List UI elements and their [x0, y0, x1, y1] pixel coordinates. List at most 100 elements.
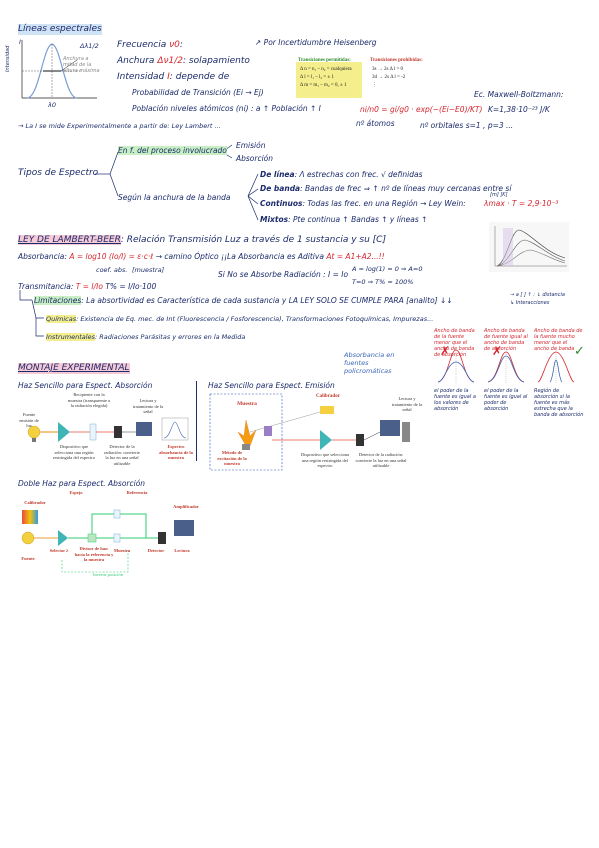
em-device-label: Dispositivo que selecciona una región re… — [300, 452, 350, 468]
db-position-label: Invertir posición — [93, 572, 123, 577]
boltzmann-label: Ec. Maxwell-Boltzmann: — [474, 90, 564, 99]
abs-source-label: Fuente emisión de luz — [19, 412, 39, 428]
sample-frame — [209, 393, 283, 471]
poly-mark: ✓ — [574, 344, 585, 359]
prism-icon — [58, 422, 70, 442]
n-orbitals: nº orbitales s=1 , p=3 ... — [420, 121, 514, 130]
poly-caption: Ancho de banda de fuente igual al ancho … — [484, 328, 528, 352]
poly-note: el poder de la fuente es igual al poder … — [484, 388, 528, 412]
width-line: Anchura Δν1/2: solapamiento — [117, 56, 250, 66]
absorption-title: Haz Sencillo para Espect. Absorción — [18, 381, 153, 390]
db-reference-label: Referencia — [126, 490, 148, 495]
abs-sample-holder-label: Recipiente con la muestra (transparente … — [68, 392, 110, 408]
db-splitter-label: Divisor de haz: hacia la referencia y la… — [74, 546, 114, 562]
probability-line: Probabilidad de Transición (Ei → Ej) — [132, 88, 264, 97]
frequency-line: Frecuencia ν0: — [117, 40, 183, 50]
em-sample-label: Muestra — [237, 401, 257, 407]
transmittance-line: Transmitancia: T = I/Io T% = I/Io·100 — [18, 282, 157, 291]
detector-icon — [158, 532, 166, 544]
poly-note: Región de absorción si la fuente es más … — [534, 388, 584, 418]
spectrum-item-band: De banda: Bandas de frec ⇒ ↑ nº de línea… — [260, 184, 512, 193]
limitations-bracket — [19, 290, 44, 337]
prism-icon — [58, 530, 68, 546]
em-method-label: Método de excitación de la muestra — [217, 450, 247, 466]
transitions-table: Transiciones permitidas: Δ n = n₁ – n₂ =… — [296, 58, 436, 100]
boltzmann-eq: ni/n0 = gi/g0 · exp(−(Ei−E0)/KT) — [360, 105, 483, 114]
poly-note: el poder de la fuente es igual a los val… — [434, 388, 476, 412]
branch-process-item: Emisión — [236, 141, 266, 150]
detector-icon — [356, 434, 364, 446]
db-detector-label: Detector — [147, 548, 165, 553]
cuvette-icon — [89, 423, 97, 441]
lamp-icon — [21, 531, 35, 545]
setup-title: MONTAJE EXPERIMENTAL — [18, 363, 130, 374]
allowed-header: Transiciones permitidas: — [298, 58, 351, 63]
db-source-label: Fuente — [21, 556, 35, 561]
db-sample-label: Muestra — [113, 548, 131, 553]
wein-eq: λmax · T = 2,9·10⁻³ — [484, 199, 559, 208]
k-value: K=1,38·10⁻²³ J/K — [488, 105, 550, 114]
coef-note: coef. abs. — [96, 266, 128, 274]
n-atoms: nº átomos — [356, 119, 395, 128]
spectrum-item-continuous: Continuos: Todas las frec. en una Región… — [260, 199, 466, 208]
limitations-side: → a [ ] ↑ : ↓ distancia — [510, 292, 565, 298]
allowed-row: Δ l = l₁ – l₂ = ± 1 — [300, 75, 334, 80]
heisenberg-note: ↗ Por Incertidumbre Heisenberg — [255, 38, 377, 47]
spectrum-types-root: Tipos de Espectro — [18, 168, 99, 178]
limitations-side: ↳ Interacciones — [510, 300, 550, 306]
db-mirror-label: Espejo — [69, 490, 83, 495]
lambert-title-line: LEY DE LAMBERT-BEER: Relación Transmisió… — [18, 235, 386, 245]
limitations-line: Limitaciones: La absortividad es Caracte… — [34, 296, 453, 305]
emission-diagram: Muestra Calibrador Lectura y tratamiento… — [208, 392, 426, 474]
polychromatic-panel: Ancho de banda de la fuente menor que el… — [434, 328, 585, 418]
poly-curves — [437, 348, 575, 384]
forbidden-row: ⋮ — [372, 83, 377, 88]
measure-note: → La I se mide Experimentalmente a parti… — [18, 122, 221, 130]
emission-diagram-shapes — [209, 393, 410, 471]
poly-caption: Ancho de banda de la fuente mucho menor … — [534, 328, 583, 352]
double-title: Doble Haz para Espect. Absorción — [18, 479, 146, 488]
forbidden-header: Transiciones prohibidas: — [370, 58, 423, 63]
allowed-row: Δ n = n₁ – n₂ = cualquiera — [300, 67, 352, 72]
em-calibrator-label: Calibrador — [316, 394, 340, 399]
branch-process: En f. del proceso involucrado — [118, 146, 227, 155]
prism-icon — [320, 430, 332, 450]
branch-process-item: Absorción — [236, 154, 274, 163]
flame-icon — [237, 419, 257, 447]
sample-note: [muestra] — [132, 266, 165, 274]
spectral-line-plot — [21, 40, 97, 99]
emission-title: Haz Sencillo para Espect. Emisión — [208, 381, 335, 390]
db-selector-label: Selector λ — [49, 548, 69, 553]
no-abs-note: Si No se Absorbe Radiación : I = Io — [218, 270, 349, 279]
section-divider — [196, 381, 197, 461]
absorption-diagram-shapes — [27, 417, 189, 442]
em-detector-label: Detector de la radiación: convierte la l… — [355, 452, 407, 468]
forbidden-row: 3d → 2s Δ l = -2 — [372, 75, 406, 80]
no-abs-case: T=0 ⇒ T% = 100% — [352, 278, 414, 286]
plot-i-axis: I — [19, 38, 21, 46]
spectrum-item-line: De línea: Λ estrechas con frec. √ defini… — [260, 170, 423, 179]
wein-units: [m] [K] — [490, 192, 508, 198]
abs-spectrum-label: Espectro absorbancia de la muestra — [159, 444, 193, 460]
plot-width-symbol: Δλ1/2 — [80, 42, 99, 50]
plot-peak-label: Anchura a mitad de la altura máxima — [63, 56, 100, 74]
page-title: Líneas espectrales — [18, 24, 102, 35]
abs-reading-label: Lectura y tratamiento de la señal — [132, 398, 164, 414]
spectrum-item-mixed: Mixtos: Pte continua ↑ Bandas ↑ y líneas… — [260, 215, 428, 224]
plot-center-symbol: λ0 — [48, 101, 56, 109]
db-amplifier-label: Amplificador — [173, 504, 199, 509]
computer-icon — [174, 520, 194, 536]
allowed-row: Δ m = m₁ – m₂ = 0, ± 1 — [300, 83, 347, 88]
double-beam-shapes — [21, 509, 194, 573]
chemical-line: Químicas: Existencia de Eq. mec. de Int … — [46, 315, 434, 323]
computer-icon — [380, 420, 400, 436]
poly-mark: ✗ — [492, 344, 503, 358]
blackbody-plot — [489, 222, 569, 272]
instrumental-line: Instrumentales: Radiaciones Parásitas y … — [46, 333, 246, 341]
calibrator-icon — [320, 406, 334, 414]
poly-mark: ✗ — [440, 344, 451, 358]
double-beam-diagram: Espejo Referencia Calibrador Amplificado… — [18, 490, 208, 582]
detector-icon — [114, 426, 122, 438]
plot-y-label: Intensidad — [5, 45, 11, 72]
branch-width: Según la anchura de la banda — [118, 193, 231, 202]
